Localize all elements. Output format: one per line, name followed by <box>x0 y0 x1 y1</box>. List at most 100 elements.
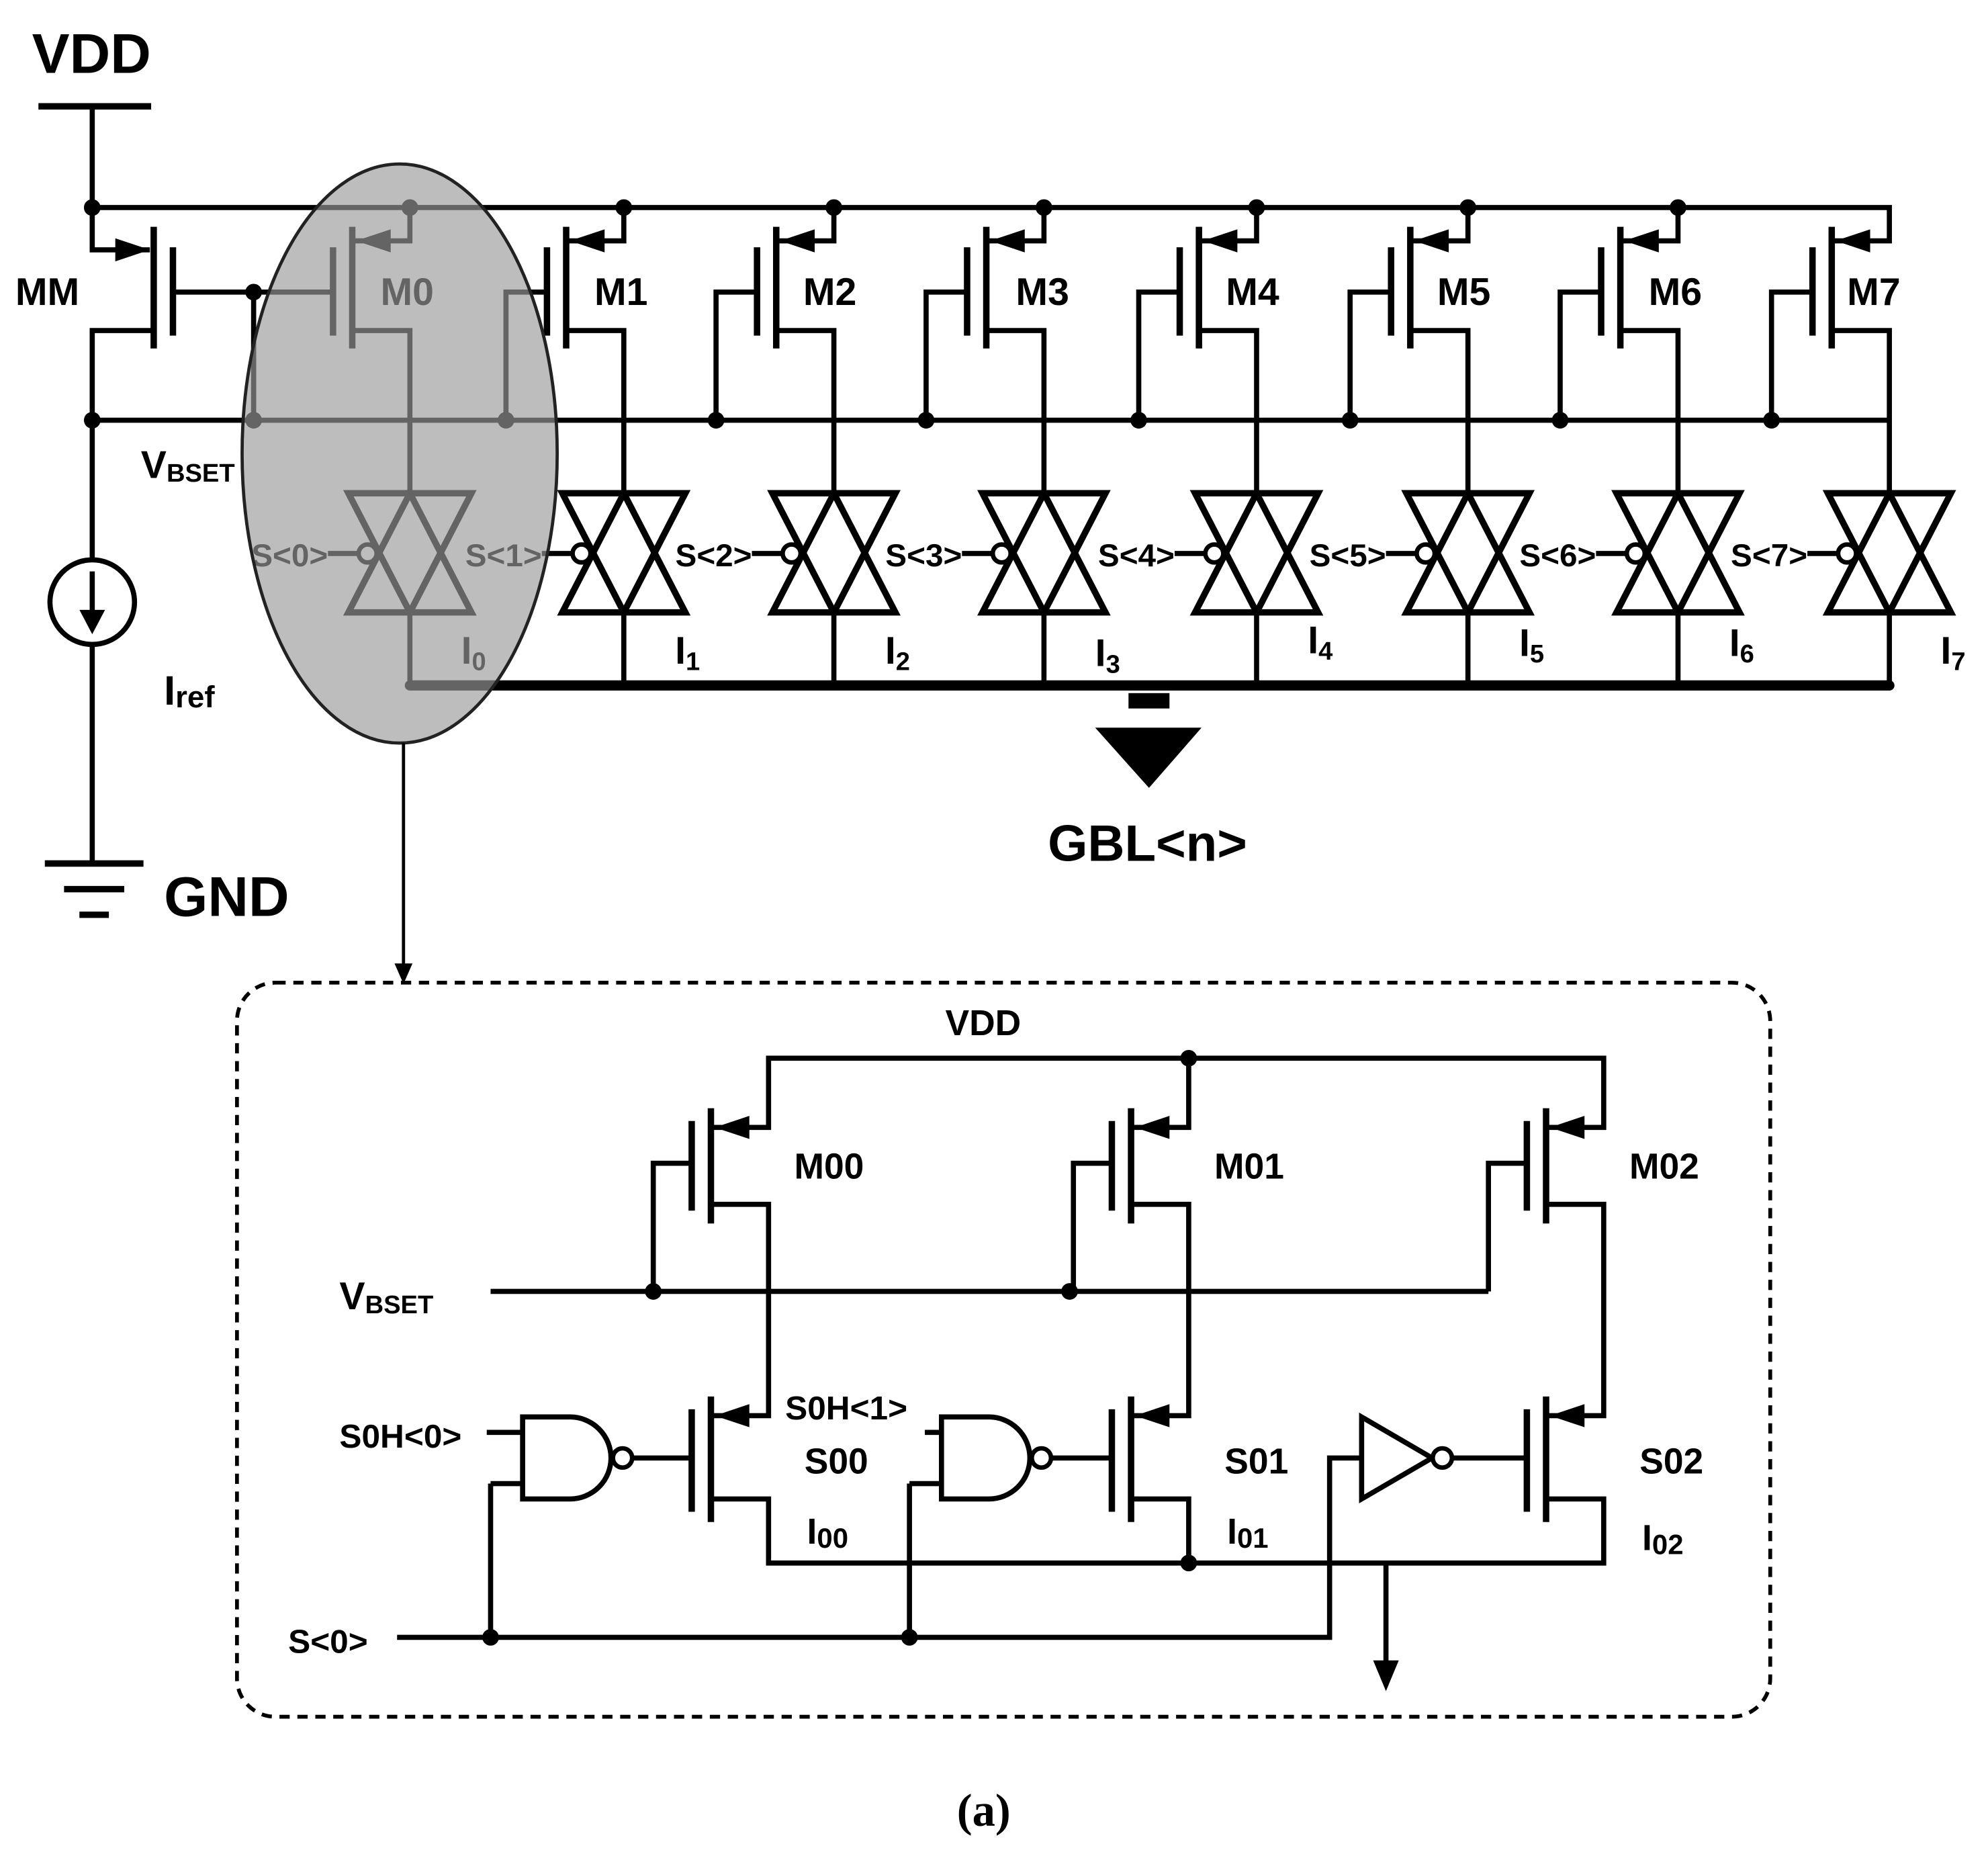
junction-dot <box>83 199 101 216</box>
current-arrow-icon <box>79 609 105 635</box>
top-circuit: VDD MM VBSET Iref GND GBL<n> M0S<0>I0M1S… <box>15 22 1966 984</box>
source-arrow-icon <box>715 1404 750 1427</box>
source-arrow-icon <box>780 229 815 253</box>
junction-dot <box>1248 199 1265 216</box>
tg-inversion-bubble <box>990 542 1013 565</box>
junction-dot <box>917 412 935 429</box>
junction-dot <box>1061 1283 1078 1300</box>
drain-wire <box>1832 328 1892 494</box>
switch-label-0: S00 <box>805 1442 868 1481</box>
junction-dot <box>482 1629 499 1646</box>
junction-dot <box>825 199 842 216</box>
bias-gate-wire <box>650 1160 692 1292</box>
callout-arrow-icon <box>394 963 413 984</box>
select-label-7: S<7> <box>1731 538 1807 574</box>
nand-bubble <box>611 1446 635 1470</box>
select-label-3: S<3> <box>885 538 962 574</box>
cell-5: M5S<5>I5 <box>1310 207 1544 686</box>
switch-label-1: S01 <box>1224 1442 1288 1481</box>
source-arrow-icon <box>115 238 150 262</box>
mm-drain-wire <box>89 328 154 421</box>
drain-wire <box>1620 328 1681 494</box>
gate-bias-wire <box>1768 290 1813 421</box>
drain-wire <box>776 328 837 494</box>
detail-vdd-label: VDD <box>946 1004 1022 1043</box>
select-label: S<0> <box>288 1622 368 1660</box>
branch-current-label-2-sub: 02 <box>1652 1528 1684 1560</box>
junction-dot <box>83 412 101 429</box>
gate-bias-wire <box>713 290 758 421</box>
current-dac-array: M0S<0>I0M1S<1>I1M2S<2>I2M3S<3>I3M4S<4>I4… <box>38 103 1966 918</box>
detail-out-arrow-icon <box>1373 1660 1399 1691</box>
bias-gate-wire <box>1486 1160 1527 1292</box>
junction-dot <box>645 1283 662 1300</box>
mm-label: MM <box>15 271 79 314</box>
current-label-6-main: I <box>1729 621 1740 664</box>
nand-gate-2 <box>938 1414 1054 1502</box>
branch-current-label-1-main: I <box>1227 1512 1237 1552</box>
drain-wire <box>566 328 627 494</box>
enable1-label: S0H<1> <box>785 1389 907 1427</box>
tg-inversion-bubble <box>1836 542 1858 565</box>
junction-dot <box>1130 412 1147 429</box>
junction-dot <box>707 412 725 429</box>
gbl-output-stub <box>1128 693 1170 709</box>
source-arrow-icon <box>570 229 605 253</box>
switch-label-2: S02 <box>1639 1442 1703 1481</box>
source-arrow-icon <box>990 229 1025 253</box>
iref-label: Iref <box>164 668 215 714</box>
current-label-2: I2 <box>885 629 910 676</box>
junction-dot <box>1459 199 1477 216</box>
tg-inversion-bubble <box>1203 542 1226 565</box>
junction-dot <box>1035 199 1052 216</box>
branch-current-label-0: I00 <box>807 1512 849 1554</box>
gate-bias-wire <box>923 290 967 421</box>
transistor-label-7: M7 <box>1847 271 1900 314</box>
gbl-output-label: GBL<n> <box>1048 816 1247 873</box>
cell-6: M6S<6>I6 <box>1519 207 1754 686</box>
select-s0-wire <box>397 1455 1362 1640</box>
gnd-label: GND <box>164 865 289 928</box>
detail-vbset-label: VBSET <box>339 1275 433 1319</box>
transistor-label-5: M5 <box>1437 271 1490 314</box>
vbset-label: VBSET <box>141 443 235 488</box>
junction-dot <box>901 1629 918 1646</box>
current-label-6-sub: 6 <box>1740 640 1754 668</box>
junction-dot <box>1341 412 1359 429</box>
gate-bias-wire <box>1347 290 1392 421</box>
current-label-7: I7 <box>1940 629 1965 676</box>
vbset-label-main: V <box>141 443 167 486</box>
branch-current-label-1-sub: 01 <box>1237 1522 1269 1554</box>
s01-drain-wire <box>1130 1496 1191 1563</box>
current-label-6: I6 <box>1729 621 1754 668</box>
inverter-bubble <box>1430 1446 1455 1470</box>
current-label-2-sub: 2 <box>896 647 910 676</box>
detail-inset: VDD VBSET S0H<0> S0H<1> S<0> M00S00I00M0… <box>234 980 1772 1719</box>
current-label-3-main: I <box>1095 632 1106 675</box>
transistor-label-4: M4 <box>1226 271 1279 314</box>
junction-dot <box>1180 1554 1198 1572</box>
select-label-2: S<2> <box>676 538 752 574</box>
current-label-1: I1 <box>675 629 700 676</box>
current-label-4-sub: 4 <box>1318 637 1332 666</box>
current-label-1-sub: 1 <box>686 647 700 676</box>
current-label-4: I4 <box>1308 619 1332 666</box>
iref-label-sub: ref <box>175 680 215 714</box>
current-label-7-main: I <box>1940 629 1951 672</box>
gbl-output-arrow-icon <box>1095 728 1202 788</box>
source-arrow-icon <box>1134 1116 1170 1139</box>
current-label-3-sub: 3 <box>1106 650 1120 678</box>
select-label-4: S<4> <box>1098 538 1175 574</box>
vdd-label: VDD <box>32 22 151 85</box>
current-label-5: I5 <box>1519 621 1544 668</box>
transistor-label-3: M3 <box>1015 271 1069 314</box>
pmos-label-0: M00 <box>794 1147 864 1187</box>
nand-gate-1 <box>520 1414 635 1502</box>
figure-caption: (a) <box>957 1785 1011 1836</box>
current-label-4-main: I <box>1308 619 1318 662</box>
detail-vbset-main: V <box>339 1275 365 1318</box>
current-label-1-main: I <box>675 629 686 672</box>
